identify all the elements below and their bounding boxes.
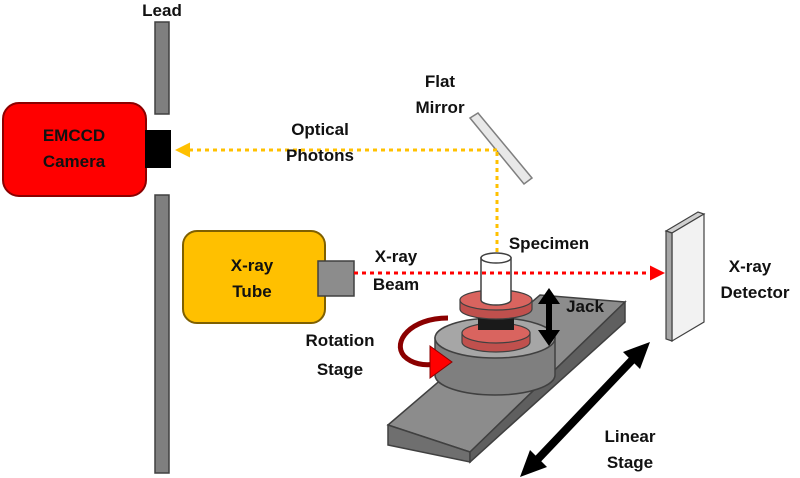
lead-label: Lead xyxy=(142,1,182,20)
double-headed-vertical-arrow-icon xyxy=(538,288,560,346)
optical-photon-path xyxy=(175,142,499,252)
curved-red-arrow-icon xyxy=(397,315,453,379)
specimen-label: Specimen xyxy=(509,234,589,253)
specimen-cylinder xyxy=(480,252,512,306)
rotation-label-line1: Rotation xyxy=(306,331,375,350)
optical-label-line2: Photons xyxy=(286,146,354,165)
xray-detector xyxy=(664,211,706,343)
linear-label-line2: Stage xyxy=(607,453,653,472)
mirror-label-line2: Mirror xyxy=(415,98,465,117)
camera-label-line1: EMCCD xyxy=(43,126,105,145)
detector-label-line1: X-ray xyxy=(729,257,772,276)
mirror-label-line1: Flat xyxy=(425,72,456,91)
camera-label-line2: Camera xyxy=(43,152,106,171)
rotation-label-line2: Stage xyxy=(317,360,363,379)
flat-mirror xyxy=(468,112,534,186)
tube-label-line2: Tube xyxy=(232,282,271,301)
linear-label-line1: Linear xyxy=(604,427,655,446)
double-headed-diagonal-arrow-icon xyxy=(520,342,650,477)
beam-label-line2: Beam xyxy=(373,275,419,294)
optical-label-line1: Optical xyxy=(291,120,349,139)
tube-label-line1: X-ray xyxy=(231,256,274,275)
detector-label-line2: Detector xyxy=(721,283,790,302)
xray-tube: X-ray Tube xyxy=(182,230,355,324)
jack-label: Jack xyxy=(566,297,604,316)
emccd-camera: EMCCD Camera xyxy=(2,102,171,197)
beam-label-line1: X-ray xyxy=(375,247,418,266)
lead-shield xyxy=(154,21,170,474)
